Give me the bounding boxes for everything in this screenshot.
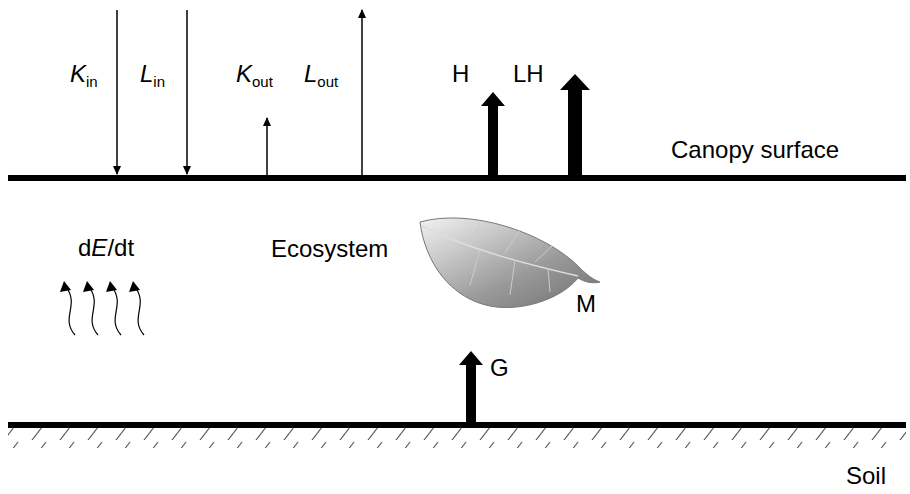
kout-arrow [266, 118, 268, 175]
ecosystem-label: Ecosystem [271, 237, 388, 261]
soil-label: Soil [846, 464, 886, 488]
lout-label: Lout [304, 62, 338, 89]
kin-label: Kin [70, 62, 98, 89]
leaf-illustration [420, 218, 600, 308]
m-label: M [576, 292, 596, 316]
storage-arrowheads [60, 281, 140, 292]
storage-arrows [66, 287, 144, 335]
g-label: G [490, 356, 509, 380]
lh-arrow [560, 74, 590, 175]
soil-hatching [8, 428, 906, 448]
lin-label: Lin [140, 62, 165, 89]
lh-label: LH [513, 62, 544, 86]
h-label: H [452, 62, 469, 86]
g-arrow [459, 351, 483, 422]
lin-arrow [186, 10, 188, 174]
kout-label: Kout [236, 62, 273, 89]
canopy-surface-label: Canopy surface [671, 138, 839, 162]
storage-label: dE/dt [78, 236, 134, 260]
lout-arrow [361, 10, 363, 175]
soil-line [8, 422, 906, 428]
canopy-line [8, 175, 906, 181]
h-arrow [481, 92, 505, 175]
kin-arrow [116, 10, 118, 174]
